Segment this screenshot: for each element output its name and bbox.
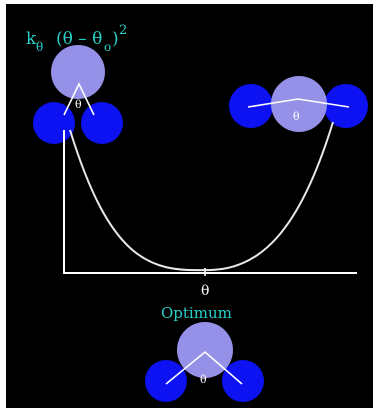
formula-k: k [26,29,37,49]
outer-atom-left [145,360,187,402]
central-atom [271,76,327,132]
central-atom [51,45,105,99]
outer-atom-right [222,360,264,402]
linear-molecule-large-angle: θ [229,76,368,132]
linear-angle-label: θ [293,110,300,123]
optimum-angle-label: θ [200,373,207,386]
bond-lines [165,350,243,385]
energy-curve [69,121,334,272]
outer-atom-right [81,102,123,144]
energy-axes [63,130,357,276]
x-axis-label: θ [201,283,209,299]
optimum-label: Optimum [161,304,232,322]
formula-close: ) [112,29,119,49]
bond-lines [63,82,95,116]
bent-angle-label: θ [75,98,82,111]
formula-k-subscript: θ [36,40,43,54]
formula-exponent: 2 [119,23,127,38]
bending-energy-formula: k θ (θ – θ o ) 2 [26,23,127,54]
bent-molecule-small-angle: θ [33,45,123,144]
formula-theta0-subscript: o [104,40,111,54]
formula-expression: (θ – θ [56,29,102,49]
optimum-molecule: θ [145,322,264,402]
bond-lines [247,98,350,108]
outer-atom-left [33,102,75,144]
